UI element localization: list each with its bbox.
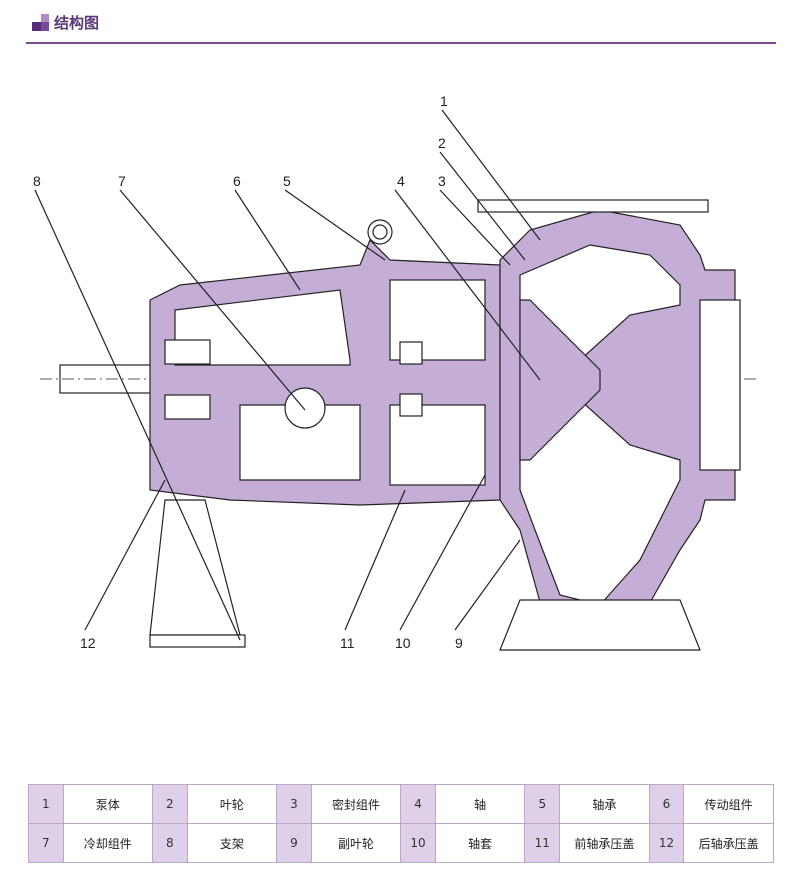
part-name: 轴 — [434, 784, 526, 824]
part-number: 3 — [276, 784, 312, 824]
callout-9: 9 — [455, 635, 463, 651]
section-header: 结构图 — [0, 0, 792, 48]
part-name: 轴承 — [559, 784, 650, 824]
purple-squares-icon — [32, 14, 49, 31]
callout-1: 1 — [440, 93, 448, 109]
part-number: 2 — [152, 784, 188, 824]
part-name: 传动组件 — [683, 784, 774, 824]
callout-5: 5 — [283, 173, 291, 189]
part-number: 6 — [648, 784, 685, 824]
part-number: 12 — [648, 823, 685, 863]
part-number: 4 — [400, 784, 436, 824]
table-row: 7 冷却组件 8 支架 9 副叶轮 10 轴套 11 前轴承压盖 12 后轴承压… — [28, 823, 774, 863]
part-number: 5 — [524, 784, 561, 824]
part-name: 泵体 — [62, 784, 154, 824]
part-name: 支架 — [186, 823, 278, 863]
part-number: 8 — [152, 823, 188, 863]
callout-6: 6 — [233, 173, 241, 189]
part-number: 10 — [400, 823, 436, 863]
part-name: 叶轮 — [186, 784, 278, 824]
callout-8: 8 — [33, 173, 41, 189]
part-name: 密封组件 — [310, 784, 402, 824]
part-name: 冷却组件 — [62, 823, 154, 863]
part-number: 7 — [28, 823, 64, 863]
table-row: 1 泵体 2 叶轮 3 密封组件 4 轴 5 轴承 6 传动组件 — [28, 784, 774, 824]
callout-2: 2 — [438, 135, 446, 151]
parts-legend-table: 1 泵体 2 叶轮 3 密封组件 4 轴 5 轴承 6 传动组件 7 冷却组件 … — [28, 784, 774, 863]
part-name: 后轴承压盖 — [683, 823, 774, 863]
callout-10: 10 — [395, 635, 411, 651]
pump-structure-diagram: 1 2 3 4 5 6 7 8 9 10 11 12 — [33, 93, 760, 651]
callout-11: 11 — [340, 635, 355, 651]
page-title: 结构图 — [54, 14, 100, 32]
callout-3: 3 — [438, 173, 446, 189]
callout-4: 4 — [397, 173, 405, 189]
part-number: 11 — [524, 823, 561, 863]
part-name: 前轴承压盖 — [559, 823, 650, 863]
callout-12: 12 — [80, 635, 96, 651]
callout-7: 7 — [118, 173, 126, 189]
part-number: 9 — [276, 823, 312, 863]
header-divider — [26, 42, 776, 44]
part-number: 1 — [28, 784, 64, 824]
part-name: 轴套 — [434, 823, 526, 863]
part-name: 副叶轮 — [310, 823, 402, 863]
